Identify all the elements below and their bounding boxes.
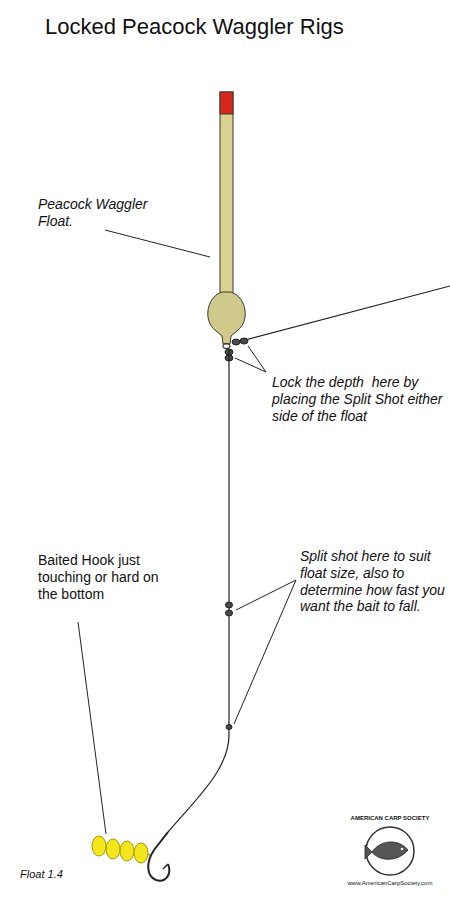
hook-barb [163,864,168,869]
split-shot [226,725,232,730]
leader-line [234,580,296,724]
hook [148,832,169,881]
leader-line [235,358,266,372]
float-antenna [220,92,233,302]
logo-ring [366,827,414,875]
figure-number: Float 1.4 [20,868,100,881]
leader-line [105,230,210,257]
main-line [234,286,450,343]
float-eye [223,344,230,349]
logo-text: AMERICAN CARP SOCIETY [340,815,440,822]
leader-line [236,580,296,610]
logo-url: www.AmericanCarpSociety.com [335,880,445,887]
sweetcorn-bait [134,843,148,863]
sweetcorn-bait [92,836,106,856]
note-label: Split shot here to suit float size, also… [300,548,445,615]
split-shot [240,338,248,344]
split-shot [226,602,233,608]
split-shot [226,610,233,616]
float-body [208,292,245,344]
split-shot [232,339,240,345]
part-label: Peacock Waggler Float. [38,196,178,230]
diagram-title: Locked Peacock Waggler Rigs [45,14,344,40]
sweetcorn-bait [106,839,120,859]
note-label: Baited Hook just touching or hard on the… [38,552,178,602]
note-label: Lock the depth here by placing the Split… [272,374,444,424]
hook-line [168,349,229,832]
sweetcorn-bait [120,841,134,861]
logo-fish [365,842,408,859]
logo-fish-eye [401,848,404,851]
leader-line [78,622,106,834]
float-tip [220,92,233,114]
